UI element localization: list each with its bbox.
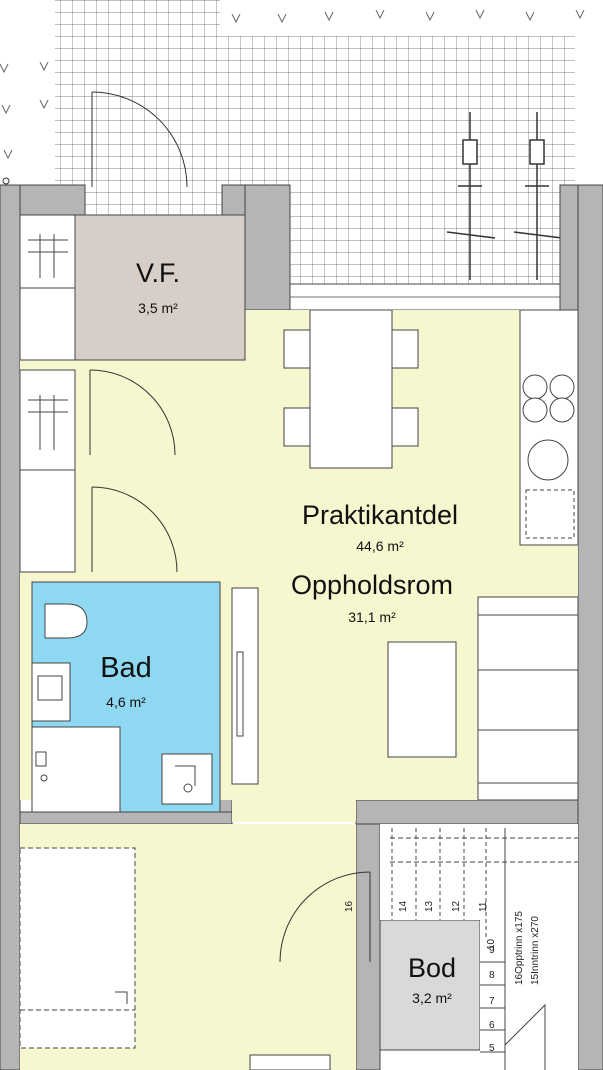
bed <box>19 847 136 1049</box>
drain-icon <box>2 177 10 185</box>
room-area-vf: 3,5 m² <box>138 300 178 316</box>
tread-number: 7 <box>489 996 495 1007</box>
bod-floor <box>379 919 481 1051</box>
wardrobe <box>19 214 76 573</box>
bottom-window <box>249 1054 331 1070</box>
tread-number: 12 <box>451 900 462 912</box>
tread-number: 16 <box>344 900 355 912</box>
interior-doors <box>89 369 371 963</box>
room-area-praktikantdel: 44,6 m² <box>356 538 404 554</box>
tread-number: 10 <box>486 938 497 950</box>
room-area-bad: 4,6 m² <box>106 694 146 710</box>
room-name-praktikantdel: Praktikantdel <box>301 500 459 530</box>
bicycle-icon <box>446 112 563 280</box>
room-area-oppholdsrom: 31,1 m² <box>348 609 396 625</box>
room-area-bod: 3,2 m² <box>412 990 452 1006</box>
stair-run-note: 15Inntrinn x270 <box>530 916 541 985</box>
room-name-vf: V.F. <box>135 258 181 288</box>
room-name-bod: Bod <box>407 953 457 983</box>
bathroom-fixtures <box>31 603 213 813</box>
tread-number: 5 <box>489 1043 495 1054</box>
sofa <box>477 596 579 801</box>
terrace-door <box>91 91 188 188</box>
lawn-top <box>220 0 603 36</box>
tread-number: 8 <box>489 970 495 981</box>
coffee-table <box>387 641 457 758</box>
vf-floor <box>74 214 246 361</box>
tread-number: 14 <box>398 900 409 912</box>
dining-table <box>283 309 419 469</box>
stair-rise-note: 16Opptrinn x175 <box>514 911 525 985</box>
tread-number: 13 <box>424 900 435 912</box>
staircase <box>390 828 578 1070</box>
tread-number: 9 <box>489 945 495 956</box>
tread-number: 6 <box>489 1020 495 1031</box>
room-name-bad: Bad <box>100 652 152 684</box>
tv-icon <box>236 651 244 737</box>
tv-bench <box>231 587 259 785</box>
tread-number: 11 <box>478 901 489 912</box>
grass-marks <box>0 9 585 160</box>
lawn-left <box>0 0 55 185</box>
kitchen-counter <box>519 309 579 546</box>
room-name-oppholdsrom: Oppholdsrom <box>290 570 454 600</box>
